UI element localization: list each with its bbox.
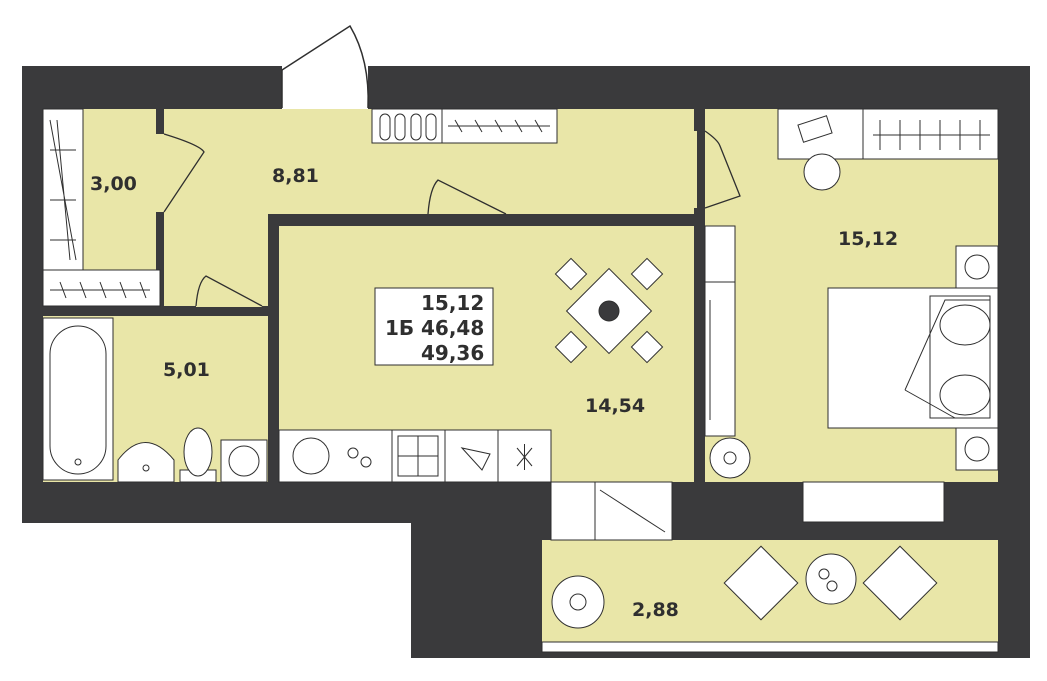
sink-icon: [117, 442, 175, 483]
bathroom-door-icon: [195, 275, 263, 307]
living-area: 15,12: [421, 291, 484, 315]
kitchen-appliance-icon: [460, 444, 533, 471]
hall-floor-lower: [160, 214, 270, 307]
bathtub-icon: [42, 317, 114, 481]
closet-door-icon: [163, 133, 205, 213]
door-swing-icon: [281, 24, 369, 109]
dining-table-icon: [554, 257, 664, 364]
balcony-door-frame: [550, 481, 945, 541]
bathroom-area: 5,01: [163, 359, 210, 381]
coffee-table-icon: [805, 553, 857, 605]
sink-icon: [292, 437, 372, 475]
total-area: 46,48: [421, 316, 484, 340]
armchair-icon: [723, 545, 938, 621]
balcony-rail: [541, 641, 999, 653]
kitchen-door-icon: [427, 179, 507, 215]
plant-icon: [709, 437, 751, 479]
room-labels: 3,00 8,81 5,01 14,54 15,12 2,88: [90, 165, 898, 621]
closet-area: 3,00: [90, 173, 137, 195]
unit-type: 1Б: [385, 316, 414, 340]
bedroom-door-icon: [704, 130, 741, 209]
balcony-area: 2,88: [632, 599, 679, 621]
bedroom-cabinet: [704, 225, 736, 437]
bedroom-area: 15,12: [838, 228, 898, 250]
internal-walls: [43, 109, 705, 482]
washing-machine-icon: [220, 439, 268, 483]
stove-icon: [397, 435, 439, 477]
total-with-balcony: 49,36: [421, 341, 484, 365]
hall-area: 8,81: [272, 165, 319, 187]
double-bed-icon: [827, 287, 999, 429]
kitchen-area: 14,54: [585, 395, 645, 417]
shoe-rack-icon: [371, 108, 558, 144]
desk-icon: [777, 108, 864, 191]
summary-text: 15,12 1Б 46,48 49,36: [385, 291, 484, 365]
plant-icon: [551, 575, 605, 629]
area-summary: [374, 287, 494, 366]
wardrobe-hangers-icon: [42, 108, 161, 307]
wardrobe-hangers-icon: [862, 108, 999, 160]
nightstand-icon: [955, 245, 999, 471]
toilet-icon: [179, 427, 217, 483]
